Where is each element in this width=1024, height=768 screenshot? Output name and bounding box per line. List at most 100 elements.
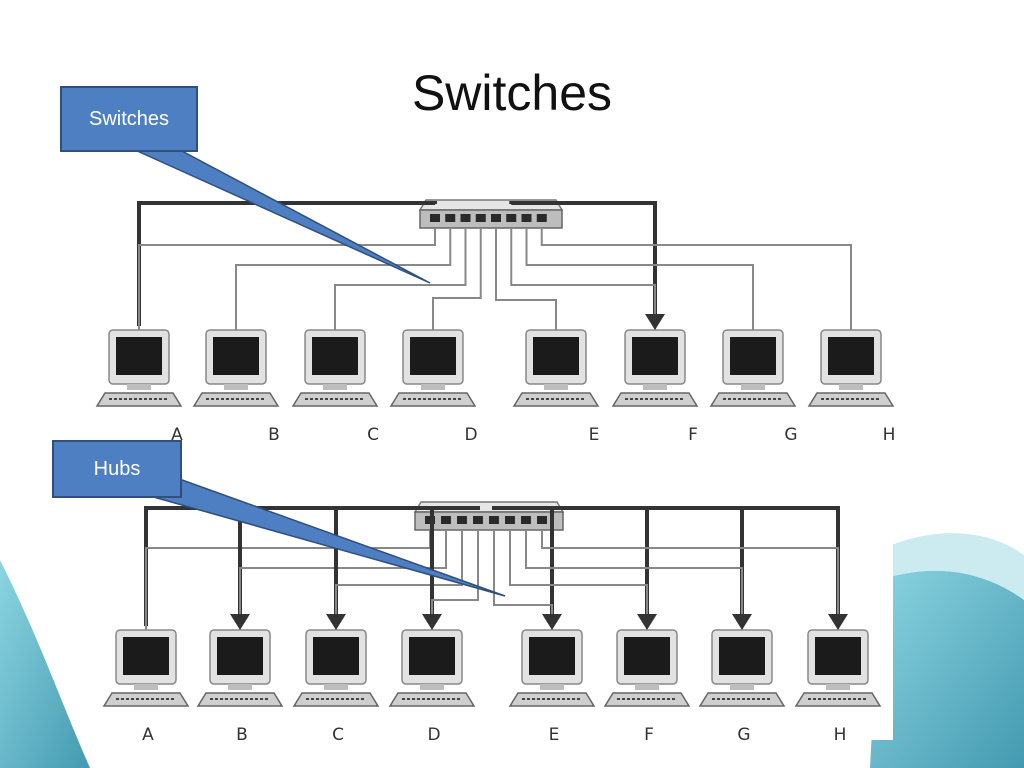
network-device-icon	[418, 199, 564, 229]
device-port	[430, 214, 440, 222]
arrow-head	[326, 614, 346, 630]
wire	[495, 228, 557, 330]
monitor-stand	[323, 384, 347, 390]
computer-label: E	[589, 425, 600, 445]
wire-thick	[430, 506, 480, 626]
monitor-stand	[635, 684, 659, 690]
wire	[510, 228, 656, 330]
device-port	[491, 214, 501, 222]
device-port	[521, 516, 531, 524]
monitor-screen	[116, 337, 162, 375]
monitor-screen	[213, 337, 259, 375]
arrow-head	[230, 614, 250, 630]
monitor-screen	[632, 337, 678, 375]
computer-label: F	[688, 425, 698, 445]
computer-label: B	[268, 425, 280, 445]
wire	[540, 228, 852, 330]
wire	[235, 228, 452, 330]
computer-icon	[95, 329, 183, 407]
wire	[138, 228, 436, 330]
monitor-stand	[127, 384, 151, 390]
arrow-head	[828, 614, 848, 630]
computer-icon	[709, 329, 797, 407]
monitor-screen	[217, 637, 263, 675]
computer-icon	[794, 629, 882, 707]
computer-label: H	[834, 725, 847, 745]
monitor-screen	[123, 637, 169, 675]
computer-label: B	[236, 725, 248, 745]
computer-icon	[292, 629, 380, 707]
arrow-head	[645, 314, 665, 330]
wire	[525, 228, 754, 330]
computer-icon	[611, 329, 699, 407]
monitor-stand	[826, 684, 850, 690]
monitor-stand	[421, 384, 445, 390]
arrow-head	[542, 614, 562, 630]
device-port	[475, 214, 486, 222]
wire	[334, 228, 467, 330]
switches-callout-label: Switches	[88, 107, 170, 130]
wire	[239, 530, 447, 630]
monitor-stand	[839, 384, 863, 390]
monitor-screen	[730, 337, 776, 375]
computer-icon	[389, 329, 477, 407]
computer-icon	[512, 329, 600, 407]
computer-icon	[196, 629, 284, 707]
computer-label: A	[142, 725, 154, 745]
device-port	[489, 516, 499, 524]
monitor-stand	[643, 384, 667, 390]
monitor-screen	[529, 637, 575, 675]
monitor-screen	[533, 337, 579, 375]
monitor-screen	[828, 337, 874, 375]
device-port	[457, 516, 467, 524]
arrow-head	[732, 614, 752, 630]
monitor-stand	[228, 684, 252, 690]
device-port	[536, 214, 547, 222]
monitor-stand	[741, 384, 765, 390]
monitor-screen	[719, 637, 765, 675]
monitor-screen	[410, 337, 456, 375]
computer-label: D	[427, 725, 440, 745]
monitor-screen	[624, 637, 670, 675]
device-port	[537, 516, 547, 524]
computer-label: E	[549, 725, 560, 745]
device-port	[445, 214, 456, 222]
computer-label: G	[737, 725, 750, 745]
monitor-screen	[312, 337, 358, 375]
arrow-head	[422, 614, 442, 630]
slide-title: Switches	[411, 65, 613, 121]
monitor-stand	[544, 384, 568, 390]
decorative-wave-right-light	[860, 533, 1024, 600]
device-port	[521, 214, 532, 222]
monitor-screen	[409, 637, 455, 675]
computer-label: C	[367, 425, 379, 445]
decorative-wave-left	[0, 560, 90, 768]
arrow-head	[637, 614, 657, 630]
computer-icon	[807, 329, 895, 407]
computer-icon	[102, 629, 190, 707]
monitor-stand	[540, 684, 564, 690]
computer-label: D	[464, 425, 477, 445]
hubs-callout-label: Hubs	[93, 457, 141, 480]
computer-icon	[291, 329, 379, 407]
device-port	[460, 214, 471, 222]
wire	[335, 530, 463, 630]
computer-label: G	[784, 425, 797, 445]
computer-label: H	[883, 425, 896, 445]
wire	[525, 530, 743, 630]
wire	[432, 228, 482, 330]
device-port	[441, 516, 451, 524]
monitor-screen	[815, 637, 861, 675]
device-port	[473, 516, 483, 524]
hubs-callout: Hubs	[52, 440, 182, 498]
decorative-wave-right	[870, 570, 1024, 768]
computer-icon	[508, 629, 596, 707]
switches-callout: Switches	[60, 86, 198, 152]
monitor-stand	[420, 684, 444, 690]
computer-icon	[698, 629, 786, 707]
wire	[509, 530, 648, 630]
computer-label: F	[644, 725, 654, 745]
